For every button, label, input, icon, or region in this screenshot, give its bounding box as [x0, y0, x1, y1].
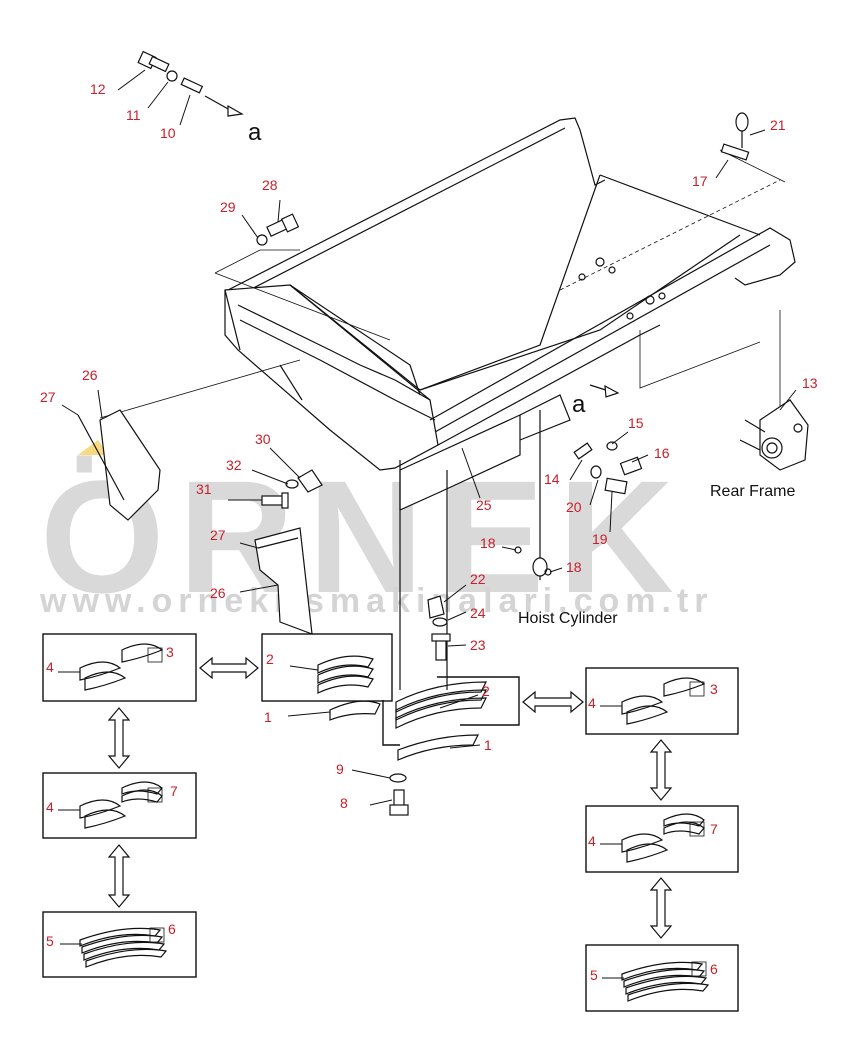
- callout-13: 13: [802, 375, 818, 391]
- side-plate-lower: [254, 527, 313, 635]
- callout-12: 12: [90, 81, 106, 97]
- watermark: ÖRNEK www.orneki smakinalari.com.tr: [39, 440, 713, 626]
- callout-box3-4: 4: [46, 799, 54, 815]
- double-arrow-h-left: [199, 656, 259, 680]
- watermark-accent-mark: [78, 440, 108, 455]
- callout-18-right: 18: [566, 559, 582, 575]
- inset-box-left-3: [42, 772, 197, 839]
- callout-box4-6: 6: [168, 921, 176, 937]
- callout-rbox1-4: 4: [588, 695, 596, 711]
- callout-box2-1: 1: [264, 709, 272, 725]
- callout-32: 32: [226, 457, 242, 473]
- inset-box-right-3: [585, 944, 739, 1012]
- side-plate-upper: [77, 409, 161, 521]
- callout-23: 23: [470, 637, 486, 653]
- callout-26-lower: 26: [210, 585, 226, 601]
- callout-rbox1-3: 3: [710, 681, 718, 697]
- parts-14-20: [573, 441, 643, 495]
- dump-body: [99, 117, 796, 511]
- double-arrow-h-right: [522, 690, 584, 714]
- callout-19: 19: [592, 531, 608, 547]
- callout-24: 24: [470, 605, 486, 621]
- callout-25: 25: [476, 497, 492, 513]
- callout-box1-4: 4: [46, 659, 54, 675]
- caption-rear-frame: Rear Frame: [710, 483, 795, 500]
- hoist-cylinder-parts: [399, 410, 552, 690]
- reference-letter-a-body: a: [572, 391, 586, 418]
- double-arrow-v-right-1: [649, 739, 673, 801]
- inset-box-left-2: [261, 633, 393, 721]
- callout-27-lower: 27: [210, 527, 226, 543]
- callout-27-upper: 27: [40, 389, 56, 405]
- leader-lines: [61, 69, 797, 779]
- parts-30-32-31: [261, 469, 323, 509]
- callout-31: 31: [196, 481, 212, 497]
- callout-10: 10: [160, 125, 176, 141]
- callout-box3-7: 7: [170, 783, 178, 799]
- inset-box-right-1: [585, 667, 739, 735]
- callout-box4-5: 5: [46, 933, 54, 949]
- callout-11: 11: [126, 107, 141, 123]
- callout-15: 15: [628, 415, 644, 431]
- inset-box-left-4: [42, 911, 197, 978]
- callout-rbox2-7: 7: [710, 821, 718, 837]
- callout-28: 28: [262, 177, 278, 193]
- callout-rbox3-5: 5: [590, 967, 598, 983]
- callout-30: 30: [255, 431, 271, 447]
- double-arrow-v-left-1: [107, 707, 131, 769]
- callout-rbox2-4: 4: [588, 833, 596, 849]
- center-shim-stack: [369, 676, 520, 816]
- callout-14: 14: [544, 471, 560, 487]
- callout-22: 22: [470, 571, 486, 587]
- callout-center-2: 2: [482, 683, 490, 699]
- callout-numbers: 12 11 10 21 17 28 29 13 26 27 30 32 31 1…: [40, 81, 818, 983]
- bolt-set-top-left: [137, 50, 244, 117]
- reference-letter-a-top: a: [248, 119, 262, 146]
- double-arrow-v-right-2: [649, 877, 673, 939]
- pin-and-ring: [720, 112, 750, 161]
- double-arrow-v-left-2: [107, 844, 131, 908]
- callout-26-upper: 26: [82, 367, 98, 383]
- bolt-28-29: [256, 213, 300, 246]
- callout-box2-2: 2: [266, 651, 274, 667]
- callout-8: 8: [340, 795, 348, 811]
- callout-box1-3: 3: [166, 644, 174, 660]
- callout-18-left: 18: [480, 535, 496, 551]
- double-arrows: [107, 656, 673, 939]
- watermark-url: www.orneki smakinalari.com.tr: [39, 582, 713, 620]
- callout-21: 21: [770, 117, 786, 133]
- callout-9: 9: [336, 761, 344, 777]
- callout-17: 17: [692, 173, 708, 189]
- caption-hoist-cylinder: Hoist Cylinder: [518, 610, 618, 627]
- callout-rbox3-6: 6: [710, 961, 718, 977]
- callout-20: 20: [566, 499, 582, 515]
- callout-16: 16: [654, 445, 670, 461]
- callout-center-1: 1: [484, 737, 492, 753]
- callout-29: 29: [220, 199, 236, 215]
- rear-frame-bracket: [739, 399, 809, 471]
- inset-box-left-1: [42, 633, 197, 702]
- inset-box-right-2: [585, 805, 739, 873]
